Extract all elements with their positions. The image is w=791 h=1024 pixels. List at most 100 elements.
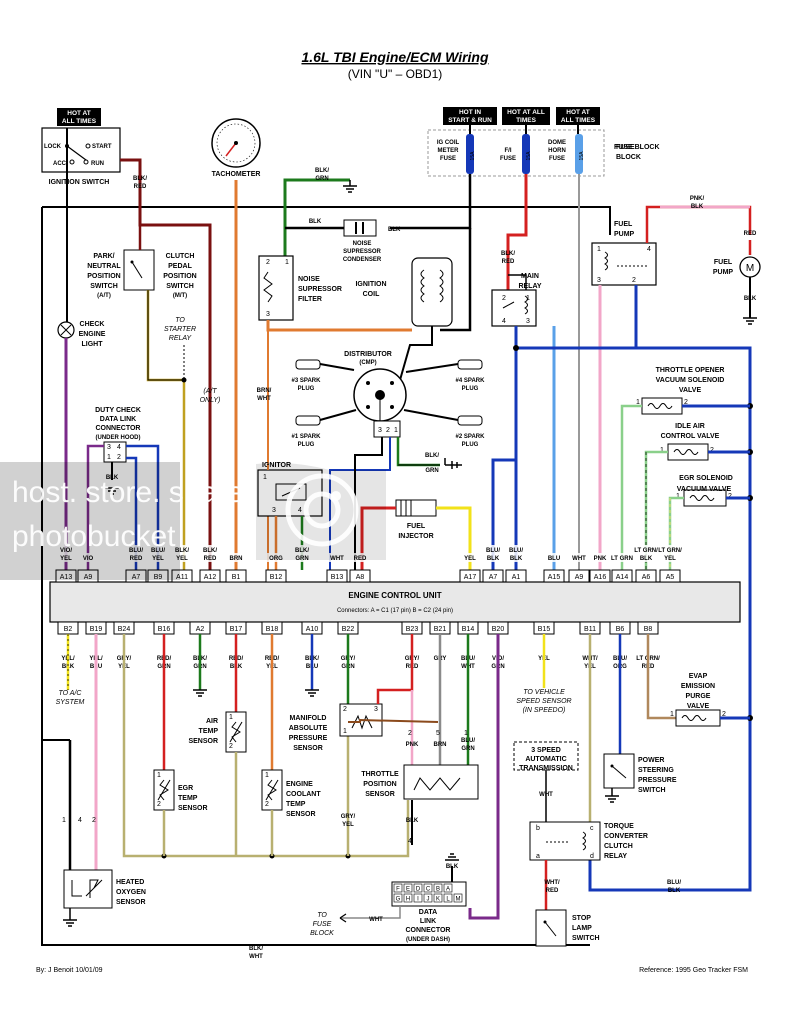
ecu-wire-label: BLK/RED xyxy=(203,548,217,562)
ecu-wire-label: WHT xyxy=(572,556,586,562)
svg-text:PUMP: PUMP xyxy=(713,269,734,276)
svg-text:1: 1 xyxy=(636,399,640,406)
svg-text:(UNDER DASH): (UNDER DASH) xyxy=(406,937,450,943)
svg-text:PARK/: PARK/ xyxy=(93,253,114,260)
svg-text:15A: 15A xyxy=(526,151,532,161)
svg-text:CLUTCH: CLUTCH xyxy=(166,253,195,260)
ecu-pin-id: B14 xyxy=(462,626,475,633)
svg-text:BLK: BLK xyxy=(309,219,322,225)
svg-text:SYSTEM: SYSTEM xyxy=(56,699,85,706)
svg-text:SENSOR: SENSOR xyxy=(286,811,316,818)
svg-text:(UNDER HOOD): (UNDER HOOD) xyxy=(96,435,141,441)
svg-text:DISTRIBUTOR: DISTRIBUTOR xyxy=(344,351,392,358)
svg-text:CONTROL VALVE: CONTROL VALVE xyxy=(661,433,720,440)
svg-text:GRN: GRN xyxy=(461,746,474,752)
hot-label-right: HOT AT ALL TIMES xyxy=(556,107,600,125)
ecu-connectors: Connectors: A = C1 (17 pin) B = C2 (24 p… xyxy=(337,608,453,614)
svg-text:FUEL: FUEL xyxy=(614,221,633,228)
ecu-top-pin: BLK/GRN xyxy=(291,545,313,562)
svg-text:1: 1 xyxy=(526,295,530,302)
svg-text:EGR SOLENOID: EGR SOLENOID xyxy=(679,475,733,482)
svg-text:SPEED SENSOR: SPEED SENSOR xyxy=(516,698,571,705)
svg-text:CONNECTOR: CONNECTOR xyxy=(406,927,451,934)
ecu-wire-label: BLK/GRN xyxy=(295,548,309,562)
svg-text:2: 2 xyxy=(408,730,412,737)
watermark-line2: photobucket xyxy=(12,520,176,553)
svg-text:3: 3 xyxy=(374,706,378,713)
svg-text:WHT: WHT xyxy=(257,396,271,402)
coolant-temp-sensor: 12 ENGINE COOLANT TEMP SENSOR xyxy=(261,769,321,818)
svg-text:THROTTLE OPENER: THROTTLE OPENER xyxy=(656,367,725,374)
check-engine-light: CHECK ENGINE LIGHT xyxy=(57,321,106,348)
noise-suppressor-condenser: NOISE SUPRESSOR CONDENSER xyxy=(343,219,382,263)
svg-text:3: 3 xyxy=(272,507,276,514)
svg-text:BRN: BRN xyxy=(434,742,447,748)
svg-text:EVAP: EVAP xyxy=(689,673,708,680)
ecu-pin-id: A7 xyxy=(489,574,498,581)
diagram-title: 1.6L TBI Engine/ECM Wiring xyxy=(301,49,489,65)
svg-text:#2 SPARK: #2 SPARK xyxy=(456,434,486,440)
ecu-pin-id: B8 xyxy=(644,626,653,633)
ecu-pin-id: B16 xyxy=(158,626,171,633)
ecu-pin-id: B9 xyxy=(154,574,163,581)
svg-text:D: D xyxy=(416,887,421,893)
svg-text:b: b xyxy=(536,825,540,832)
svg-text:LIGHT: LIGHT xyxy=(82,341,104,348)
ecu-wire-label: WHT xyxy=(330,556,344,562)
svg-text:3: 3 xyxy=(526,318,530,325)
svg-text:TO: TO xyxy=(175,317,185,324)
svg-text:TO VEHICLE: TO VEHICLE xyxy=(523,689,565,696)
ecu-wire-label: VIO xyxy=(83,556,94,562)
svg-text:C: C xyxy=(426,887,431,893)
svg-text:NEUTRAL: NEUTRAL xyxy=(87,263,121,270)
svg-text:RELAY: RELAY xyxy=(518,283,541,290)
dlc-pin: A xyxy=(443,883,453,893)
svg-text:4: 4 xyxy=(117,444,121,451)
svg-text:VACUUM SOLENOID: VACUUM SOLENOID xyxy=(656,377,725,384)
svg-text:2: 2 xyxy=(502,295,506,302)
svg-text:2: 2 xyxy=(343,706,347,713)
fuel-pump: M FUEL PUMP xyxy=(713,256,761,278)
ecu-pin-id: A7 xyxy=(132,574,141,581)
svg-text:WHT: WHT xyxy=(369,917,383,923)
ecu-pin-id: B15 xyxy=(538,626,551,633)
svg-text:FILTER: FILTER xyxy=(298,296,322,303)
spark-plug-1: #1 SPARK PLUG xyxy=(292,409,357,448)
dlc-pin: I xyxy=(413,893,423,903)
svg-text:#1 SPARK: #1 SPARK xyxy=(292,434,322,440)
svg-text:1: 1 xyxy=(62,817,66,824)
ecu-pin-id: A8 xyxy=(356,574,365,581)
svg-text:ALL TIMES: ALL TIMES xyxy=(561,117,596,124)
ecu-pin-id: A15 xyxy=(548,574,561,581)
svg-text:TEMP: TEMP xyxy=(178,795,198,802)
svg-text:PUMP: PUMP xyxy=(614,231,635,238)
svg-text:BLK/: BLK/ xyxy=(249,946,263,952)
svg-text:3: 3 xyxy=(107,444,111,451)
hot-label-start-run: HOT IN START & RUN xyxy=(443,107,497,125)
svg-text:RED: RED xyxy=(134,184,147,190)
svg-text:1: 1 xyxy=(263,474,267,481)
ecu-pin-id: B19 xyxy=(90,626,103,633)
svg-text:STOP: STOP xyxy=(572,915,591,922)
fuse-block-label: FUSE BLOCK xyxy=(614,144,660,151)
spark-plug-4: #4 SPARK PLUG xyxy=(405,359,485,392)
dlc-pin: C xyxy=(423,883,433,893)
svg-text:1: 1 xyxy=(464,730,468,737)
tachometer-label: TACHOMETER xyxy=(212,171,261,178)
air-temp-sensor: 12 AIR TEMP SENSOR xyxy=(188,711,247,753)
svg-text:PURGE: PURGE xyxy=(686,693,711,700)
svg-text:BLK: BLK xyxy=(668,888,681,894)
fuse-dome-horn: DOME HORN FUSE 15A xyxy=(548,134,585,174)
svg-text:SENSOR: SENSOR xyxy=(293,745,323,752)
svg-text:CLUTCH: CLUTCH xyxy=(604,843,633,850)
svg-text:PLUG: PLUG xyxy=(462,386,479,392)
ignition-switch: LOCK START ACC RUN IGNITION SWITCH xyxy=(41,127,121,186)
svg-text:PLUG: PLUG xyxy=(298,442,315,448)
